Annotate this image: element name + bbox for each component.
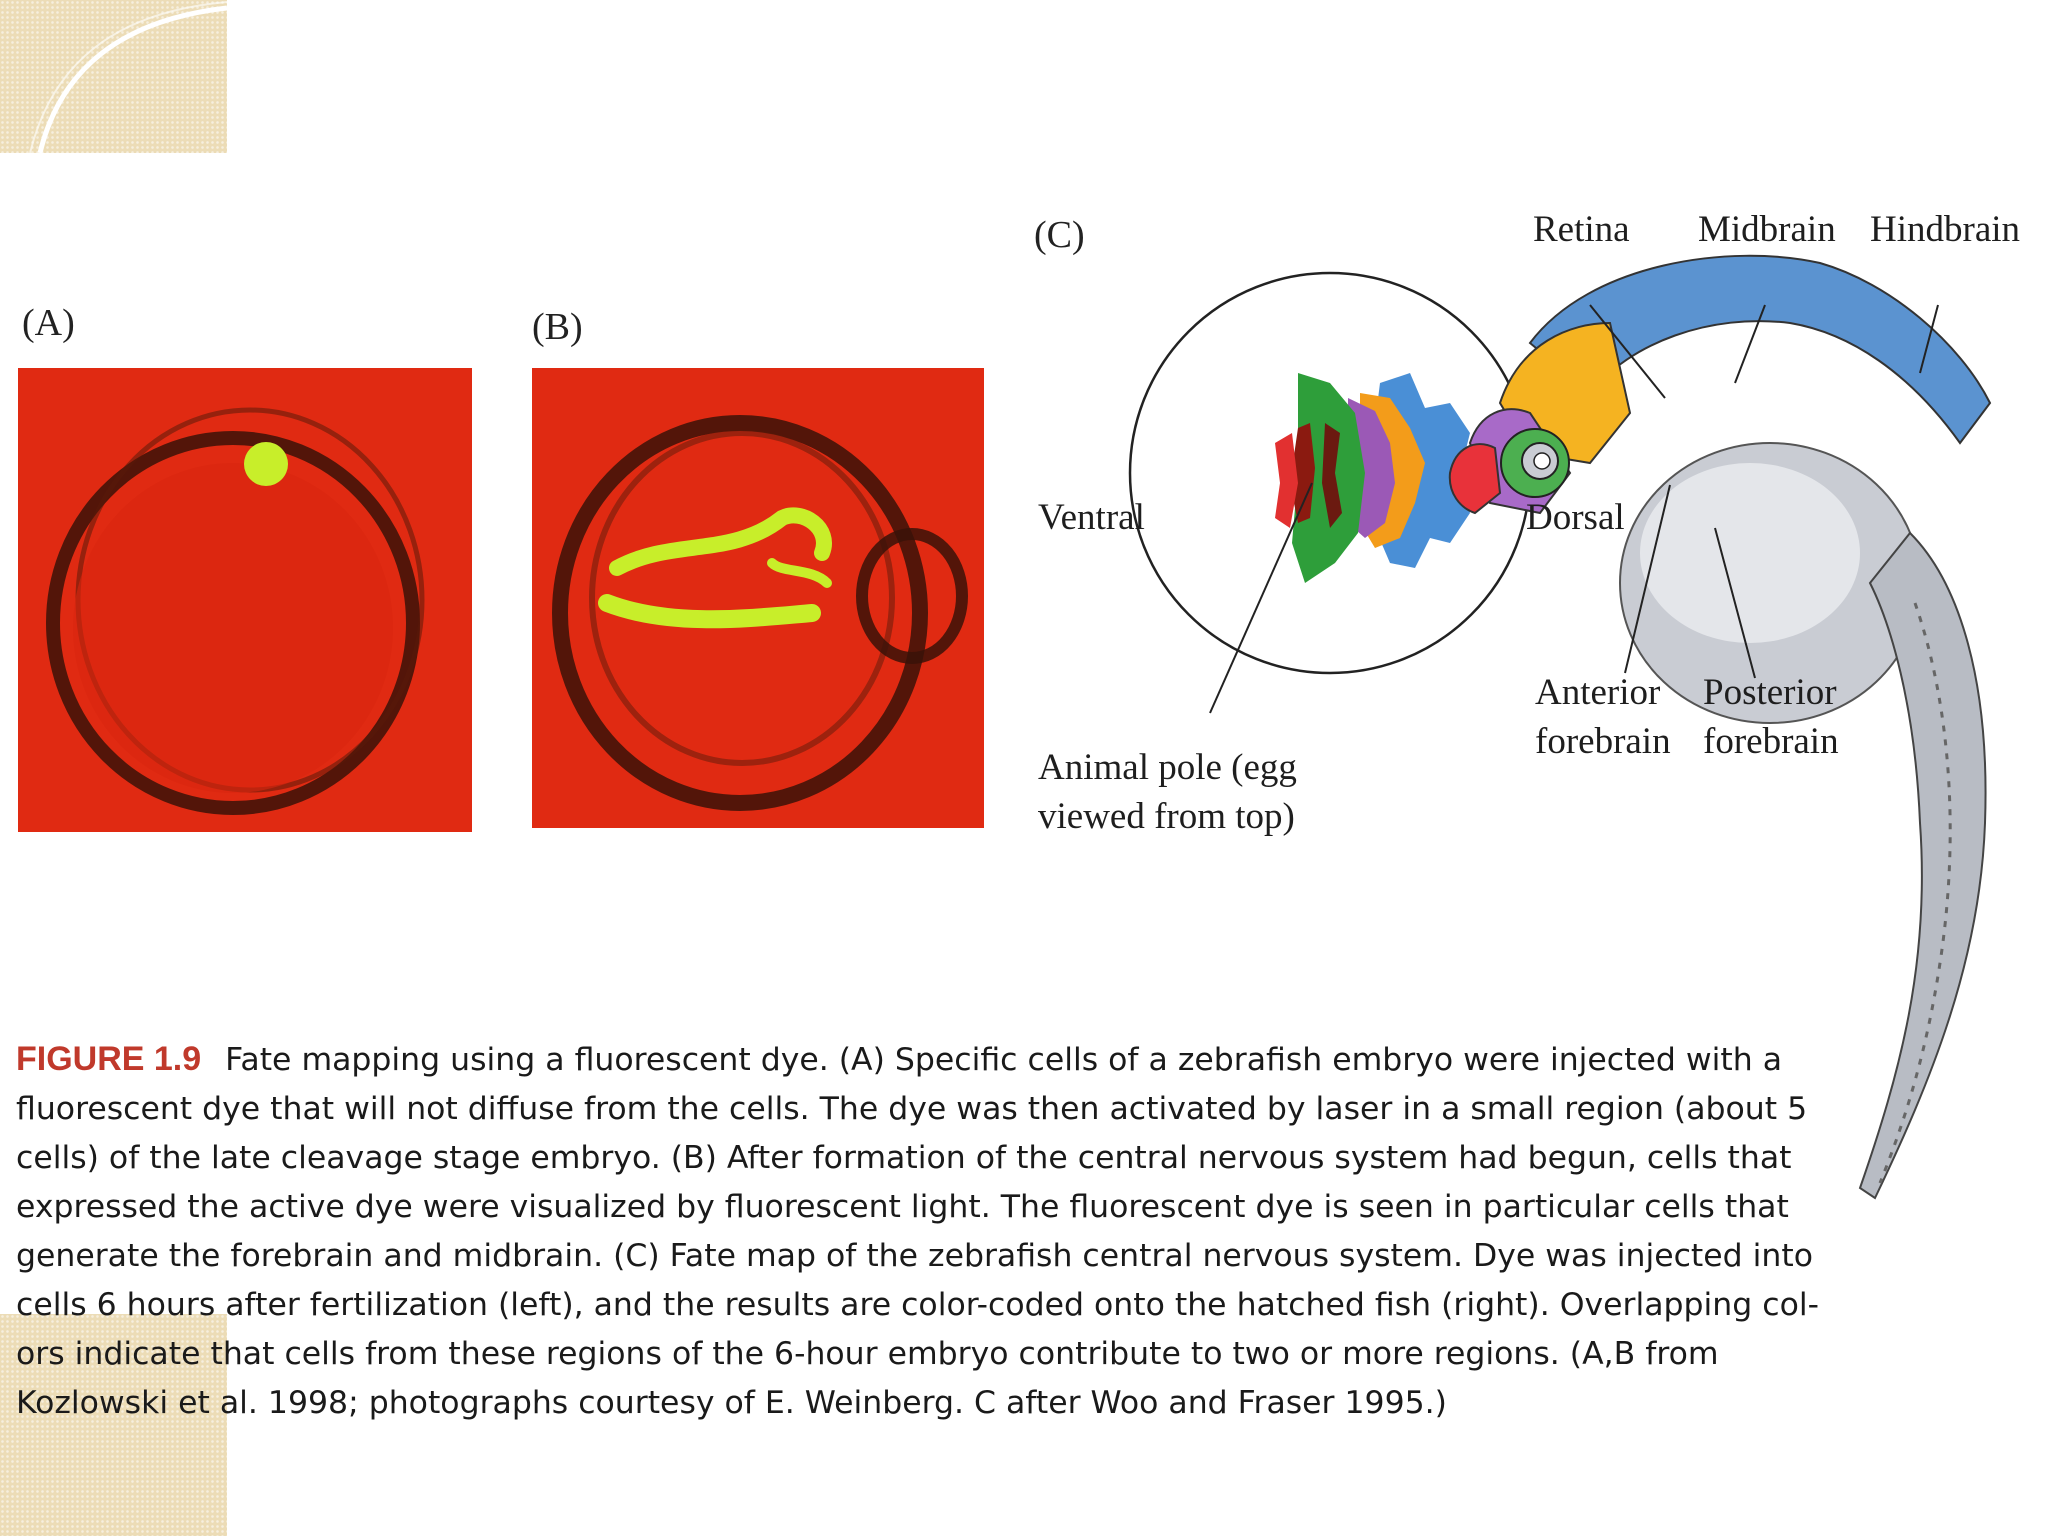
- caption-line-8: Kozlowski et al. 1998; photographs court…: [16, 1385, 1447, 1421]
- animal-pole-label-line2: viewed from top): [1038, 796, 1295, 837]
- caption-text: Fate mapping using a fluorescent dye. (A…: [225, 1042, 1783, 1078]
- panel-c-label: (C): [1034, 214, 1085, 256]
- photo-b-embryo-visualized: [532, 368, 984, 828]
- caption-line-4: expressed the active dye were visualized…: [16, 1189, 1789, 1225]
- figure-number: FIGURE 1.9: [16, 1040, 202, 1078]
- caption-line-5: generate the forebrain and midbrain. (C)…: [16, 1238, 1813, 1274]
- hatched-zebrafish: [1448, 254, 1992, 1200]
- fate-map-regions: [1275, 373, 1470, 583]
- figure-1-9: (A) (B) (C): [0, 153, 2048, 1421]
- caption-line-2: fluorescent dye that will not diffuse fr…: [16, 1091, 1808, 1127]
- embryo-photo-b-image: [532, 368, 984, 828]
- anterior-forebrain-sublabel: forebrain: [1535, 721, 1671, 762]
- ventral-label: Ventral: [1038, 497, 1145, 538]
- posterior-forebrain-sublabel: forebrain: [1703, 721, 1839, 762]
- decorative-arc: [29, 1, 227, 153]
- fluorescent-forebrain-cells: [609, 507, 832, 576]
- dorsal-label: Dorsal: [1526, 497, 1625, 538]
- hindbrain-label: Hindbrain: [1870, 209, 2021, 250]
- caption-line-6: cells 6 hours after fertilization (left)…: [16, 1287, 1819, 1323]
- photo-a-embryo-injected: [18, 368, 472, 832]
- midbrain-label: Midbrain: [1698, 209, 1836, 250]
- anterior-forebrain-label: Anterior: [1535, 672, 1661, 713]
- animal-pole-label-line1: Animal pole (egg: [1038, 747, 1297, 788]
- fate-map-diagram: [1128, 254, 1992, 1200]
- caption-line-1: FIGURE 1.9 Fate mapping using a fluoresce…: [16, 1035, 1782, 1085]
- caption-line-7: ors indicate that cells from these regio…: [16, 1336, 1719, 1372]
- figure-caption: FIGURE 1.9 Fate mapping using a fluoresce…: [16, 1035, 1819, 1428]
- retina-label: Retina: [1533, 209, 1630, 250]
- slide-corner-decoration-top: [0, 0, 227, 153]
- posterior-forebrain-label: Posterior: [1703, 672, 1837, 713]
- panel-b-label: (B): [532, 306, 583, 348]
- caption-line-3: cells) of the late cleavage stage embryo…: [16, 1140, 1792, 1176]
- panel-a-label: (A): [22, 302, 75, 344]
- slide-corner-decoration-bottom: [0, 1314, 227, 1536]
- fluorescent-dye-spot: [244, 442, 288, 486]
- embryo-photo-a-image: [18, 368, 472, 832]
- fluorescent-midbrain-cells: [598, 594, 821, 629]
